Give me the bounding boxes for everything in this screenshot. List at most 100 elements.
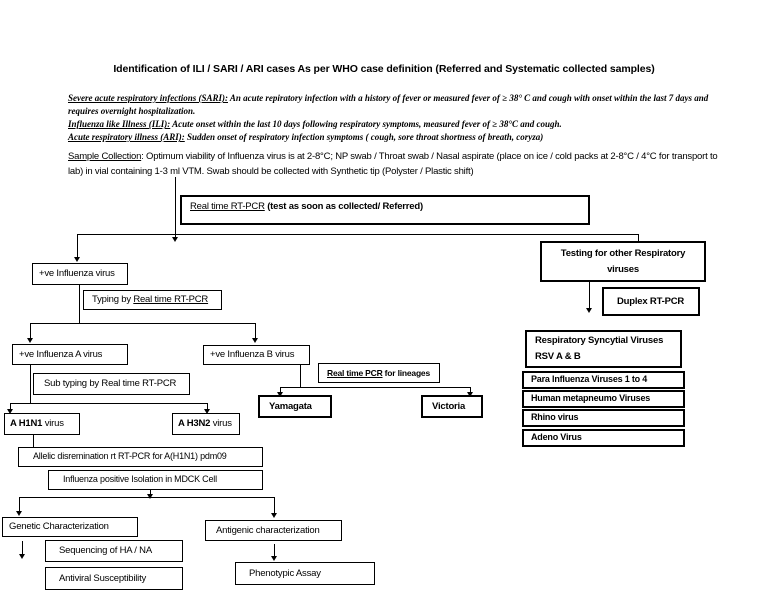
connector-to-h1n1 [10, 403, 11, 409]
connector-posa-to-subtyping [30, 365, 31, 403]
page-title: Identification of ILI / SARI / ARI cases… [113, 63, 655, 75]
typing-label: Typing by Real time RT-PCR [92, 294, 209, 306]
box-antigenic-characterization: Antigenic characterization [205, 520, 342, 541]
duplex-label: Duplex RT-PCR [617, 295, 685, 307]
sari-term: Severe acute respiratory infections (SAR… [68, 93, 228, 103]
arrowhead-h3n2 [204, 409, 210, 414]
ili-definition: Influenza like Illness (ILI): Acute onse… [68, 118, 710, 131]
rtpcr-label: Real time RT-PCR (test as soon as collec… [190, 201, 423, 212]
box-victoria: Victoria [421, 395, 483, 418]
connector-to-victoria [470, 387, 471, 392]
metapneumo-label: Human metapneumo Viruses [531, 393, 651, 404]
sari-text: An acute repiratory infection with a his… [68, 93, 709, 117]
antigenic-label: Antigenic characterization [216, 524, 320, 536]
box-duplex-rtpcr: Duplex RT-PCR [602, 287, 700, 316]
arrowhead-genetic-down [19, 554, 25, 559]
victoria-label: Victoria [432, 400, 466, 412]
ili-term: Influenza like Illness (ILI): [68, 119, 171, 130]
pos-b-label: +ve Influenza B virus [210, 349, 295, 361]
connector-typing-branch [30, 323, 255, 324]
allelic-label: Allelic disremination rt RT-PCR for A(H1… [33, 451, 227, 462]
ari-text: Sudden onset of respiratory infection sy… [184, 132, 544, 143]
box-pos-influenza-b: +ve Influenza B virus [203, 345, 310, 365]
h3n2-label: A H3N2 virus [178, 418, 232, 430]
connector-characterization-branch [19, 497, 274, 498]
arrowhead-pos-b [252, 338, 258, 343]
connector-to-genetic [19, 497, 20, 511]
antiviral-label: Antiviral Susceptibility [59, 572, 147, 584]
connector-h1n1-to-allelic [33, 435, 34, 447]
sample-collection-label: Sample Collection [68, 151, 142, 162]
lineages-label: Real time PCR for lineages [327, 367, 430, 378]
connector-subtype-branch [10, 403, 207, 404]
connector-mdck-down [150, 490, 151, 497]
connector-genetic-down [22, 541, 23, 554]
testing-other-label: Testing for other Respiratory viruses [560, 248, 686, 275]
ili-text: Acute onset within the last 10 days foll… [170, 119, 562, 130]
box-h1n1: A H1N1 virus [4, 413, 80, 435]
connector-sample-to-rtpcr [175, 177, 176, 237]
box-h3n2: A H3N2 virus [172, 413, 240, 435]
box-realtime-rtpcr: Real time RT-PCR (test as soon as collec… [180, 195, 590, 225]
arrowhead-genetic [16, 511, 22, 516]
connector-posinf-to-typing [79, 285, 80, 323]
box-para-influenza: Para Influenza Viruses 1 to 4 [522, 371, 685, 389]
box-pos-influenza-a: +ve Influenza A virus [12, 344, 128, 365]
arrowhead-duplex [586, 308, 592, 313]
box-subtyping: Sub typing by Real time RT-PCR [33, 373, 190, 395]
case-definitions: Severe acute respiratory infections (SAR… [68, 92, 710, 144]
ari-term: Acute respiratory illness (ARI): [68, 132, 185, 143]
rhinovirus-label: Rhino virus [531, 412, 579, 423]
box-rhinovirus: Rhino virus [522, 409, 685, 427]
para-influenza-label: Para Influenza Viruses 1 to 4 [531, 374, 648, 385]
mdck-label: Influenza positive Isolation in MDCK Cel… [63, 474, 217, 485]
arrowhead-yamagata [277, 392, 283, 397]
adenovirus-label: Adeno Virus [531, 432, 582, 443]
connector-to-testing-other [638, 234, 639, 241]
box-metapneumo: Human metapneumo Viruses [522, 390, 685, 408]
connector-to-pos-influenza [77, 234, 78, 257]
box-sequencing: Sequencing of HA / NA [45, 540, 183, 562]
arrowhead-pos-a [27, 338, 33, 343]
connector-testing-to-duplex [589, 282, 590, 308]
h1n1-label: A H1N1 virus [10, 418, 64, 430]
sample-collection-note: Sample Collection: Optimum viability of … [68, 150, 720, 179]
subtyping-label: Sub typing by Real time RT-PCR [44, 378, 177, 390]
box-typing: Typing by Real time RT-PCR [83, 290, 222, 310]
arrowhead-mdck-branch [147, 494, 153, 499]
box-antiviral: Antiviral Susceptibility [45, 567, 183, 590]
sample-collection-text: : Optimum viability of Influenza virus i… [68, 151, 718, 177]
connector-to-pos-b [255, 323, 256, 338]
connector-posb-to-lineages [300, 365, 301, 387]
genetic-label: Genetic Characterization [9, 521, 109, 533]
connector-to-antigenic [274, 497, 275, 513]
yamagata-label: Yamagata [269, 400, 312, 412]
box-pos-influenza: +ve Influenza virus [32, 263, 128, 285]
connector-main-branch [77, 234, 638, 235]
pos-a-label: +ve Influenza A virus [19, 348, 103, 360]
connector-to-yamagata [280, 387, 281, 392]
box-phenotypic-assay: Phenotypic Assay [235, 562, 375, 585]
sari-definition: Severe acute respiratory infections (SAR… [68, 92, 710, 118]
connector-to-h3n2 [207, 403, 208, 409]
box-allelic-discrimination: Allelic disremination rt RT-PCR for A(H1… [18, 447, 263, 467]
arrowhead-h1n1 [7, 409, 13, 414]
arrowhead-phenotypic [271, 556, 277, 561]
rsv-label: Respiratory Syncytial Viruses RSV A & B [535, 334, 664, 362]
ari-definition: Acute respiratory illness (ARI): Sudden … [68, 131, 710, 144]
box-mdck-isolation: Influenza positive Isolation in MDCK Cel… [48, 470, 263, 490]
arrowhead-antigenic [271, 513, 277, 518]
connector-lineage-branch [280, 387, 470, 388]
connector-to-pos-a [30, 323, 31, 338]
phenotypic-label: Phenotypic Assay [249, 567, 321, 579]
box-rsv: Respiratory Syncytial Viruses RSV A & B [525, 330, 682, 368]
box-yamagata: Yamagata [258, 395, 332, 418]
arrowhead-pos-influenza [74, 257, 80, 262]
box-testing-other-viruses: Testing for other Respiratory viruses [540, 241, 706, 282]
sequencing-label: Sequencing of HA / NA [59, 545, 152, 557]
connector-antigenic-to-phenotypic [274, 544, 275, 556]
arrowhead-rtpcr-branch [172, 237, 178, 242]
box-genetic-characterization: Genetic Characterization [2, 517, 138, 537]
pos-influenza-label: +ve Influenza virus [39, 268, 115, 280]
